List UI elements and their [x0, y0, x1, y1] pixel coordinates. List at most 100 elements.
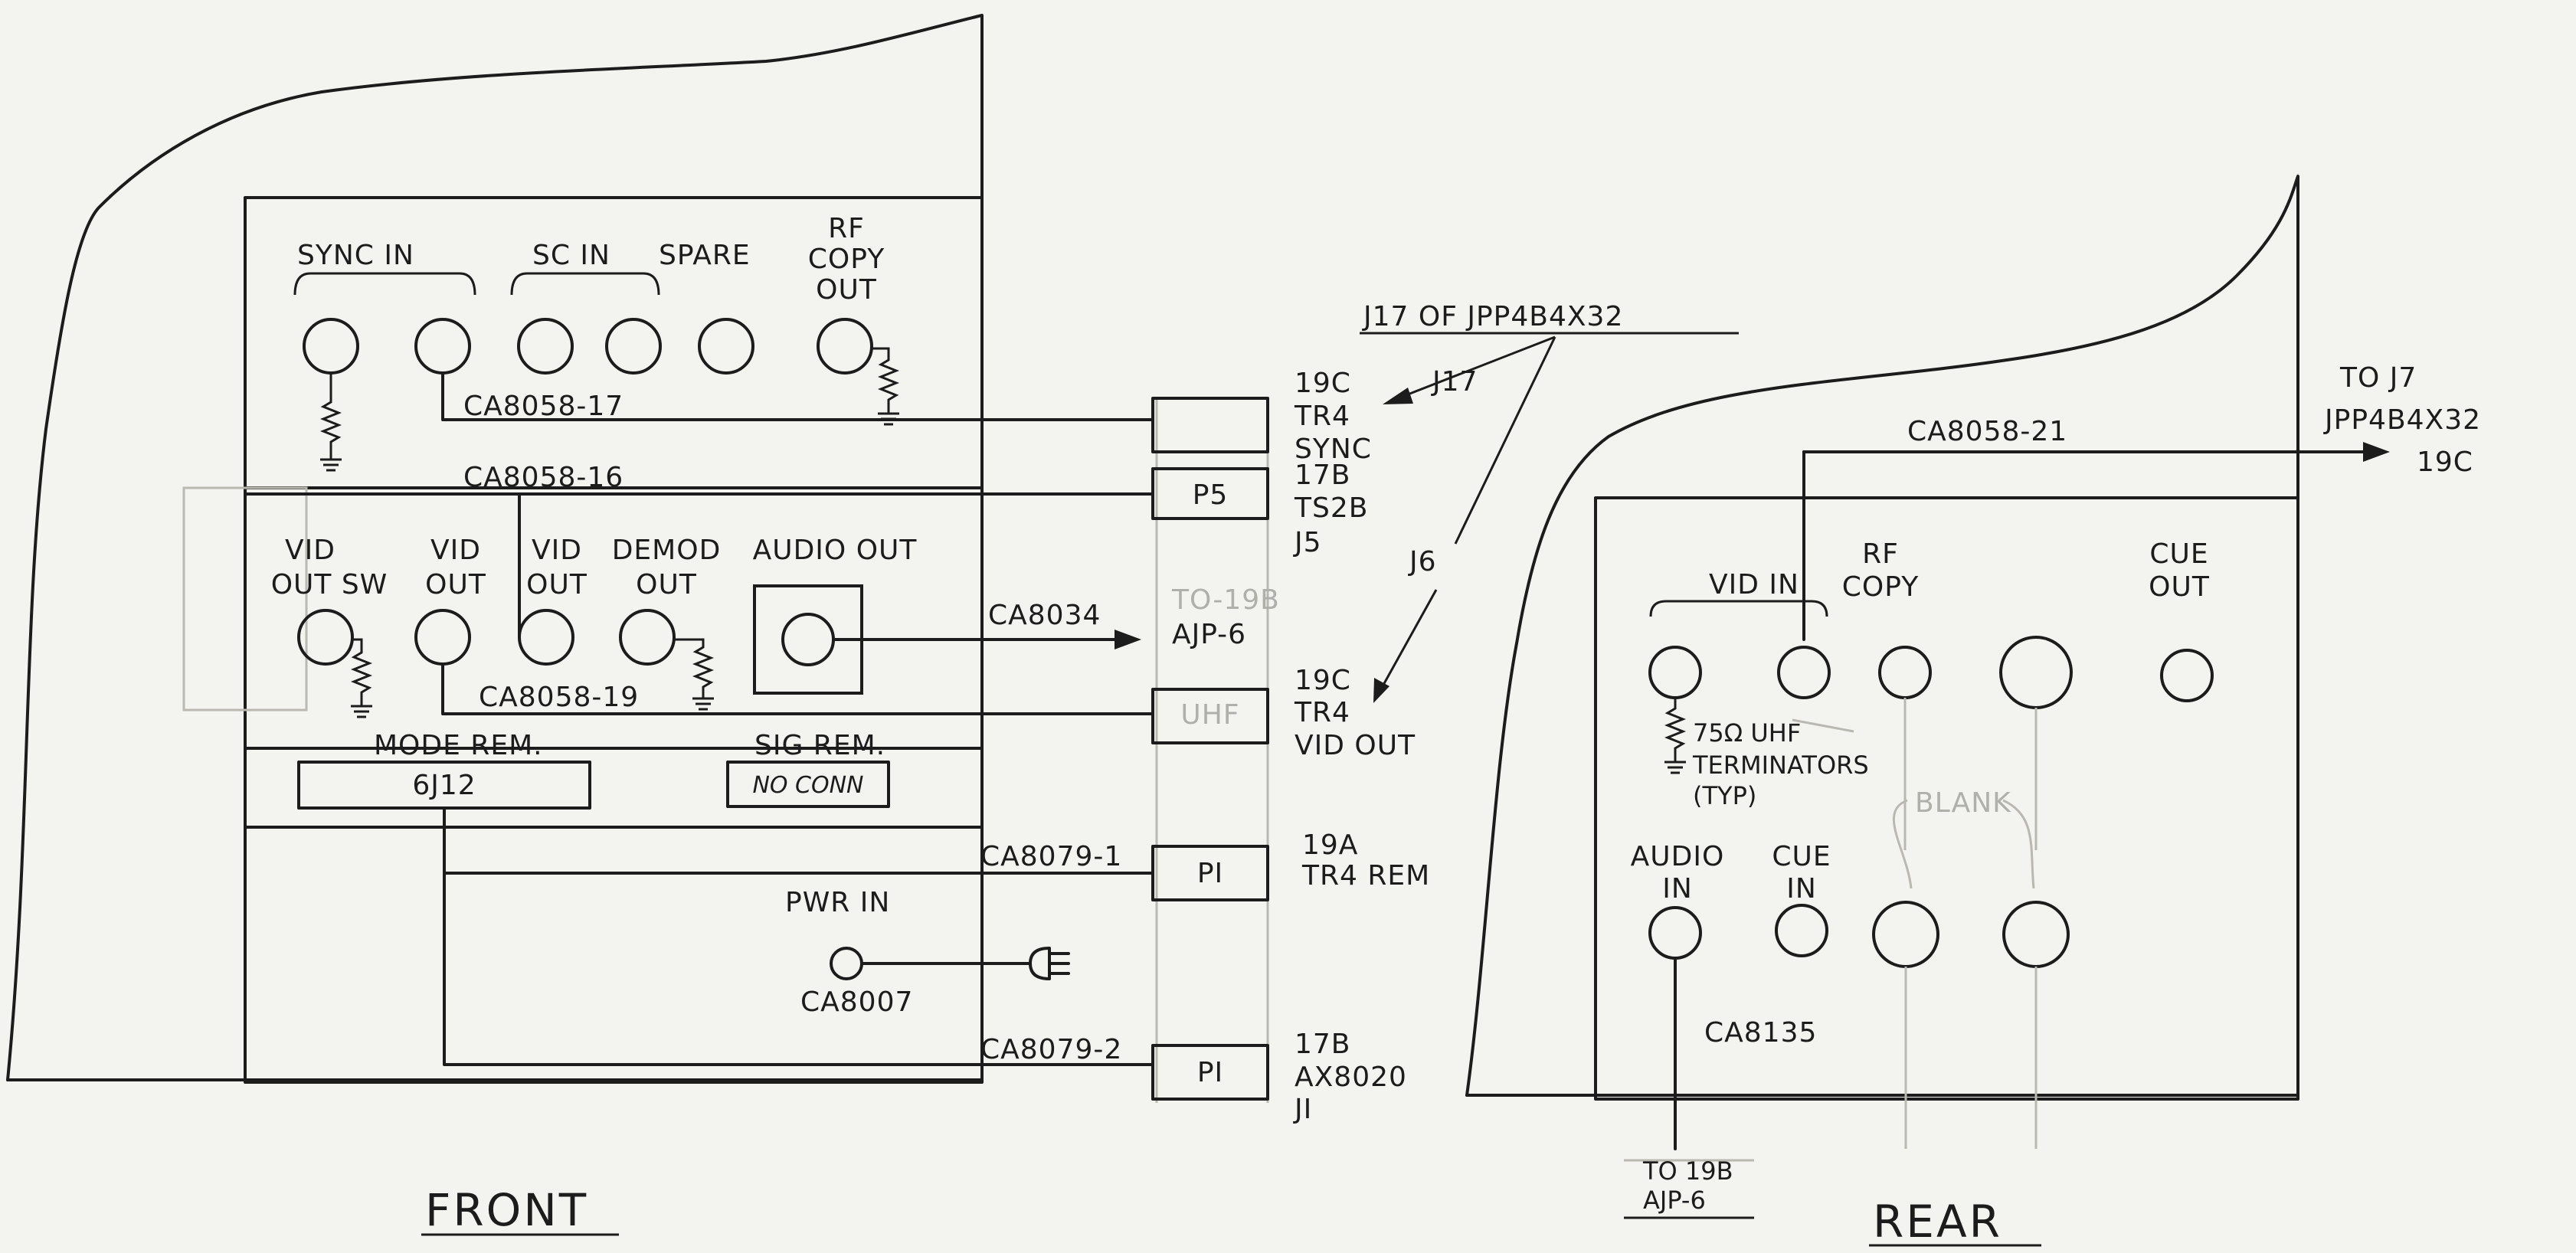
label-vid-in: VID IN — [1709, 569, 1799, 600]
terminators-line-1: 75Ω UHF — [1693, 718, 1801, 748]
label-audio-in-1: AUDIO — [1631, 841, 1725, 872]
dest-tr4rem-1: 19A — [1302, 829, 1358, 861]
label-cue-out-2: OUT — [2149, 571, 2210, 603]
jack-vid-out-sw — [297, 609, 354, 666]
cable-ca8079-2: CA8079-2 — [980, 1034, 1122, 1065]
rear-to-19b-2: AJP-6 — [1643, 1186, 1706, 1215]
front-breakout-outline — [6, 14, 984, 1081]
j17-note: J17 OF JPP4B4X32 — [1362, 301, 1623, 332]
plug-icon — [1029, 947, 1070, 980]
rear-part-number: CA8135 — [1704, 1017, 1817, 1049]
j17-arrowhead — [1383, 388, 1413, 404]
jack-rf-copy-out — [817, 318, 873, 375]
jack-vid-out-1 — [414, 609, 471, 666]
label-sig-rem: SIG REM. — [754, 730, 885, 761]
connector-p1b-label: PI — [1197, 1057, 1223, 1088]
dest-to-19b-2: AJP-6 — [1172, 619, 1246, 650]
label-j17: J17 — [1431, 366, 1478, 397]
mode-rem-value: 6J12 — [412, 770, 476, 801]
dest-sync-3: SYNC — [1295, 433, 1372, 465]
sc-in-brace — [510, 272, 660, 296]
dest-ax8020-3: JI — [1293, 1094, 1312, 1125]
jack-pwr-in — [830, 947, 863, 980]
label-demod-out-1: DEMOD — [612, 535, 722, 566]
j6-leader-lower — [1377, 589, 1438, 694]
cable-ca8058-16: CA8058-16 — [463, 462, 624, 493]
arrow-to-j7 — [2363, 442, 2390, 462]
label-vid-out-sw-2: OUT SW — [271, 569, 388, 600]
label-rf-copy-out-3: OUT — [816, 274, 877, 306]
arrow-ca8034 — [1115, 630, 1141, 649]
label-vid-out-sw-1: VID — [285, 535, 336, 566]
jack-sync-in-2 — [414, 318, 471, 375]
terminator-vid-in — [1664, 698, 1687, 774]
sig-rem-value: NO CONN — [752, 772, 863, 799]
wire-ca8058-19 — [441, 662, 1154, 715]
jack-cue-in — [1775, 904, 1828, 957]
label-demod-out-2: OUT — [636, 569, 697, 600]
terminator-vid-out-sw — [350, 638, 373, 718]
cable-ca8079-1: CA8079-1 — [980, 841, 1122, 872]
terminators-line-3: (TYP) — [1693, 781, 1756, 810]
connector-p5 — [1151, 467, 1269, 520]
jack-vid-in-1 — [1648, 646, 1702, 699]
sig-rem-box — [726, 761, 890, 808]
wire-ca8058-17 — [441, 371, 1154, 421]
terminator-rf-copy — [872, 347, 900, 426]
rear-title: REAR — [1873, 1196, 2002, 1248]
label-cue-out-1: CUE — [2149, 538, 2208, 570]
label-mode-rem: MODE REM. — [374, 730, 543, 761]
label-audio-out: AUDIO OUT — [753, 535, 918, 566]
label-rf-copy-2: COPY — [1842, 571, 1919, 603]
connector-sync — [1151, 397, 1269, 453]
terminators-line-2: TERMINATORS — [1692, 751, 1869, 780]
cable-ca8034: CA8034 — [988, 600, 1101, 631]
cable-ca8007: CA8007 — [800, 986, 913, 1018]
jack-vid-in-2 — [1777, 646, 1831, 699]
cable-ca8058-19: CA8058-19 — [479, 682, 639, 713]
jack-blank-1 — [1999, 636, 2073, 709]
label-blank: BLANK — [1915, 787, 2011, 819]
rear-to-19b-1: TO 19B — [1642, 1156, 1733, 1186]
label-vid-out-1a: VID — [430, 535, 481, 566]
jack-blank-2 — [1872, 901, 1939, 968]
jack-sc-in-1 — [517, 318, 574, 375]
j6-leader-upper — [1454, 336, 1556, 545]
label-sc-in: SC IN — [532, 240, 610, 271]
dest-sync-2: TR4 — [1294, 401, 1350, 432]
jack-demod-out — [619, 609, 676, 666]
label-vid-out-1b: OUT — [425, 569, 486, 600]
label-vid-out-2a: VID — [532, 535, 582, 566]
jack-spare — [698, 318, 754, 375]
label-cue-in-1: CUE — [1772, 841, 1831, 872]
connector-uhf-label: UHF — [1180, 699, 1239, 731]
label-rf-copy-out-1: RF — [828, 213, 865, 244]
dest-to-j7-1: TO J7 — [2339, 362, 2417, 394]
label-pwr-in: PWR IN — [785, 887, 890, 918]
terminator-demod — [674, 638, 715, 711]
dest-ax8020-2: AX8020 — [1295, 1062, 1407, 1093]
j6-arrowhead — [1373, 678, 1389, 703]
connector-p5-label: P5 — [1193, 479, 1229, 511]
jack-cue-out — [2160, 649, 2214, 702]
blank-leader-1 — [1892, 799, 1913, 889]
connector-p1b — [1151, 1044, 1269, 1101]
wire-ca8079-2 — [443, 872, 1154, 1066]
dest-sync-1: 19C — [1295, 368, 1351, 399]
label-rf-copy-1: RF — [1862, 538, 1899, 570]
vid-in-brace — [1649, 600, 1828, 617]
front-title: FRONT — [425, 1184, 588, 1236]
jack-blank-3 — [2002, 901, 2070, 968]
jack-audio-out — [781, 613, 835, 666]
dest-to-19b-1: TO-19B — [1171, 584, 1280, 616]
dest-to-j7-2: JPP4B4X32 — [2323, 404, 2481, 436]
dest-ax8020-1: 17B — [1295, 1029, 1351, 1060]
front-faint-frame — [182, 486, 308, 712]
jack-audio-in — [1648, 906, 1702, 960]
dest-vidout-3: VID OUT — [1295, 730, 1416, 761]
label-j6: J6 — [1408, 546, 1437, 577]
dest-ts2b-3: J5 — [1293, 527, 1322, 558]
dest-vidout-1: 19C — [1295, 665, 1351, 696]
sync-in-brace — [293, 272, 476, 296]
connector-uhf — [1151, 688, 1269, 744]
